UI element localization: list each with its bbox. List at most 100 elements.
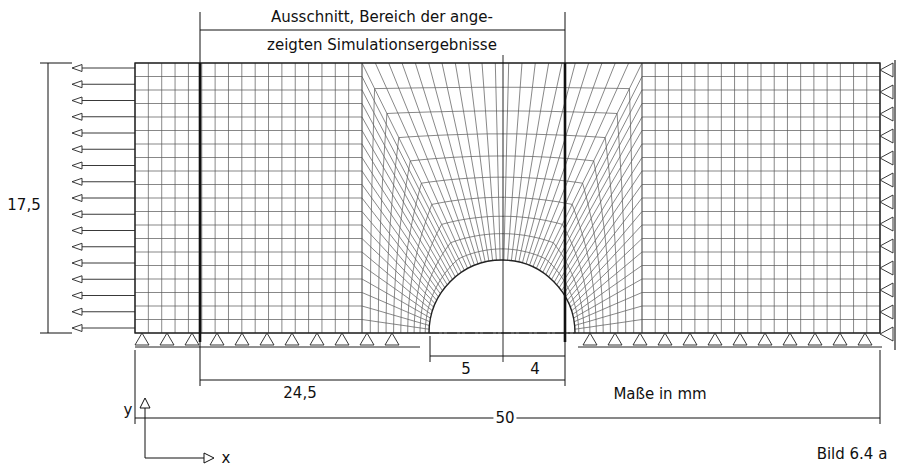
mesh-line — [642, 265, 880, 266]
mesh-ray — [362, 171, 443, 291]
dimension-label: 24,5 — [281, 385, 318, 402]
load-arrow — [80, 100, 135, 101]
figure-number: Bild 6.4 a — [815, 446, 890, 463]
support-triangle — [833, 333, 847, 345]
section-caption: Ausschnitt, Bereich der ange- — [269, 9, 495, 26]
support-triangle — [880, 129, 893, 143]
mesh-ray — [559, 158, 642, 288]
mesh-ray — [455, 63, 489, 261]
mesh-ring — [378, 111, 625, 333]
mesh-ray — [519, 63, 562, 262]
mesh-ring — [401, 177, 603, 333]
mesh-ring — [425, 249, 579, 333]
mesh-line — [642, 238, 880, 239]
mesh-ray — [362, 279, 431, 318]
support-triangle — [633, 333, 647, 345]
mesh-line — [135, 225, 362, 226]
load-arrowhead — [72, 130, 82, 137]
mesh-line — [642, 225, 880, 226]
load-arrow — [80, 295, 135, 296]
load-arrow — [80, 165, 135, 166]
load-arrow — [80, 116, 135, 117]
mesh-ray — [362, 117, 452, 279]
mesh-ray — [362, 266, 431, 315]
support-triangle — [880, 63, 893, 77]
mesh-ray — [549, 104, 642, 277]
mesh-line — [642, 171, 880, 172]
mesh-ray — [362, 225, 435, 304]
load-arrow — [80, 133, 135, 134]
mesh-ring — [420, 234, 584, 333]
mesh-ray — [575, 306, 642, 326]
mesh-line — [642, 292, 880, 293]
mesh-line — [642, 184, 880, 185]
mesh-line — [642, 103, 880, 104]
load-arrowhead — [72, 113, 82, 120]
mesh-ray — [533, 63, 615, 267]
mesh-line — [135, 198, 362, 199]
plate-outline — [135, 63, 880, 333]
load-arrowhead — [72, 211, 82, 218]
mesh-line — [135, 157, 362, 158]
section-caption: zeigten Simulationsergebnisse — [265, 37, 499, 54]
mesh-ray — [522, 63, 575, 263]
mesh-line — [135, 306, 362, 307]
symmetry-axis — [429, 333, 575, 334]
mesh-ray — [362, 77, 461, 273]
mesh-ray — [442, 63, 485, 262]
support-ground — [894, 60, 895, 350]
support-triangle — [880, 173, 893, 187]
load-arrow — [80, 279, 135, 280]
load-arrowhead — [72, 308, 82, 315]
dimension-label: 5 — [459, 361, 473, 378]
load-arrow — [80, 149, 135, 150]
units-note: Maße in mm — [611, 386, 708, 403]
mesh-ray — [569, 225, 642, 304]
mesh-ray — [573, 266, 642, 315]
mesh-line — [135, 90, 362, 91]
dimension-line — [200, 380, 565, 381]
load-arrow — [80, 198, 135, 199]
mesh-ray — [362, 320, 429, 330]
mesh-ray — [574, 293, 642, 322]
mesh-line — [642, 157, 880, 158]
mesh-line — [135, 292, 362, 293]
extension-line — [200, 12, 201, 386]
mesh-ray — [362, 104, 455, 277]
load-arrow — [80, 311, 135, 312]
axis-label: x — [220, 450, 233, 466]
support-triangle — [135, 333, 149, 345]
support-triangle — [285, 333, 299, 345]
support-triangle — [880, 85, 893, 99]
mesh-ray — [543, 77, 642, 273]
mesh-line — [135, 252, 362, 253]
mesh-ray — [557, 144, 642, 285]
load-arrows — [72, 65, 135, 332]
mesh-ray — [402, 63, 475, 265]
support-triangle — [360, 333, 374, 345]
support-triangle — [880, 283, 893, 297]
mesh-line — [135, 144, 362, 145]
support-triangle — [608, 333, 622, 345]
extension-line — [135, 350, 136, 424]
dimension-label: 17,5 — [5, 197, 42, 214]
load-arrowhead — [72, 260, 82, 267]
support-triangle — [583, 333, 597, 345]
mesh-ring — [386, 134, 618, 333]
mesh-ring — [414, 216, 590, 333]
load-arrow — [80, 181, 135, 182]
mesh-line — [642, 306, 880, 307]
mesh-line — [642, 144, 880, 145]
mesh-ray — [362, 90, 458, 275]
mesh-ray — [564, 185, 642, 294]
mesh-line — [135, 265, 362, 266]
extension-line — [565, 12, 566, 386]
mesh-line — [135, 103, 362, 104]
mesh-ray — [362, 198, 439, 297]
mesh-line — [642, 117, 880, 118]
support-triangle — [783, 333, 797, 345]
mesh-ray — [508, 63, 522, 260]
support-triangle — [658, 333, 672, 345]
mesh-line — [642, 198, 880, 199]
